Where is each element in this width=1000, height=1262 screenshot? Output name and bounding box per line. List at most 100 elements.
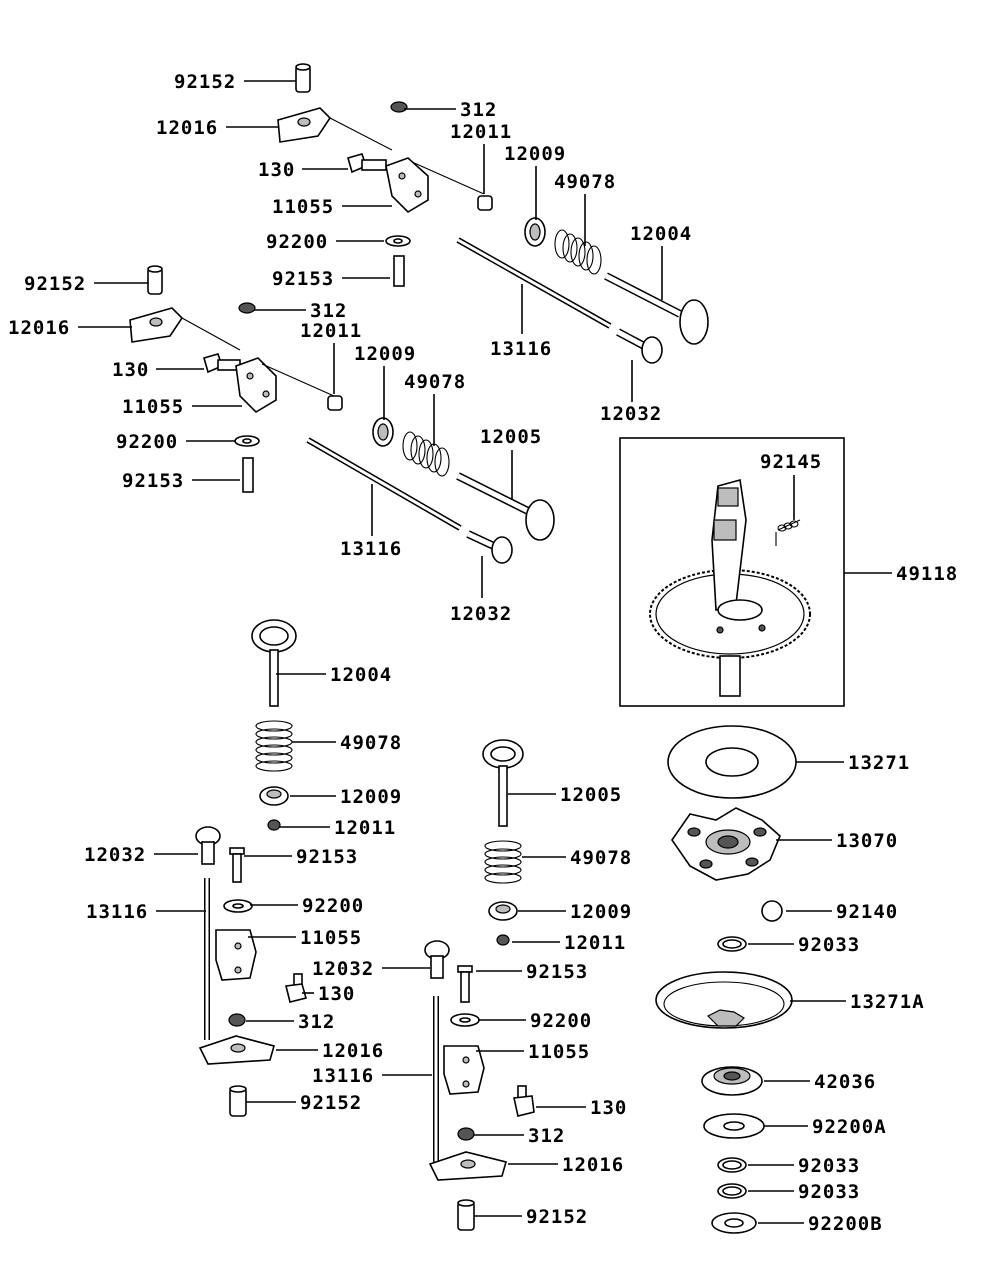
callout-312: 312: [404, 99, 496, 121]
part-number-label: 92153: [296, 846, 358, 868]
callout-92152: 92152: [174, 71, 296, 93]
callout-12004: 12004: [276, 664, 391, 686]
part-number-label: 92153: [272, 268, 334, 290]
callout-13116: 13116: [86, 901, 206, 923]
callout-11055: 11055: [476, 1041, 590, 1063]
part-number-label: 92033: [798, 934, 860, 956]
callout-92200: 92200: [250, 895, 363, 917]
callout-92200A: 92200A: [764, 1116, 887, 1138]
callout-12032: 12032: [600, 360, 662, 425]
part-number-label: 312: [298, 1011, 335, 1033]
callout-92153: 92153: [122, 470, 240, 492]
part-number-label: 92153: [526, 961, 588, 983]
part-number-label: 11055: [300, 927, 362, 949]
callout-49078: 49078: [554, 171, 615, 246]
lower-left-stack: [195, 619, 307, 1117]
callout-12009: 12009: [518, 901, 632, 923]
part-number-label: 12011: [450, 121, 512, 143]
part-number-label: 12004: [630, 223, 692, 245]
callout-12009: 12009: [504, 143, 566, 220]
part-number-label: 13070: [836, 830, 898, 852]
callout-13271A: 13271A: [790, 991, 925, 1013]
part-number-label: 92033: [798, 1155, 860, 1177]
part-number-label: 13116: [86, 901, 148, 923]
callout-92200: 92200: [266, 231, 384, 253]
callout-12032: 12032: [84, 844, 198, 866]
callout-92200B: 92200B: [758, 1213, 883, 1235]
callout-92140: 92140: [786, 901, 897, 923]
part-number-label: 92152: [300, 1092, 362, 1114]
part-number-label: 92152: [526, 1206, 588, 1228]
part-number-label: 92152: [174, 71, 236, 93]
rocker-assembly-middle: [129, 265, 555, 564]
callout-312: 312: [254, 300, 346, 322]
callout-12011: 12011: [300, 320, 362, 394]
part-number-label: 92152: [24, 273, 86, 295]
lower-middle-stack: [424, 739, 535, 1231]
part-number-label: 13271A: [850, 991, 925, 1013]
callout-92200: 92200: [116, 431, 236, 453]
callout-12009: 12009: [354, 343, 415, 420]
callout-11055: 11055: [122, 396, 242, 418]
callout-49078: 49078: [404, 371, 466, 446]
part-number-label: 92153: [122, 470, 184, 492]
part-number-label: 12016: [156, 117, 218, 139]
part-number-label: 130: [112, 359, 149, 381]
callout-12016: 12016: [156, 117, 278, 139]
part-number-label: 11055: [122, 396, 184, 418]
rocker-assembly-upper: [277, 63, 709, 364]
callout-130: 130: [536, 1097, 627, 1119]
part-number-label: 92200A: [812, 1116, 887, 1138]
part-number-label: 12005: [480, 426, 542, 448]
callout-92200: 92200: [478, 1010, 592, 1032]
callout-11055: 11055: [272, 196, 392, 218]
part-number-label: 12009: [504, 143, 566, 165]
camshaft-assembly-box: [619, 437, 845, 707]
part-number-label: 92200: [266, 231, 328, 253]
part-number-label: 13116: [340, 538, 402, 560]
callout-12016: 12016: [508, 1154, 624, 1176]
part-number-label: 42036: [814, 1071, 876, 1093]
callout-92153: 92153: [476, 961, 588, 983]
callout-42036: 42036: [764, 1071, 876, 1093]
part-number-label: 13116: [490, 338, 552, 360]
part-number-label: 12011: [334, 817, 396, 839]
part-number-label: 92200: [116, 431, 178, 453]
part-number-label: 12009: [570, 901, 632, 923]
part-number-label: 49078: [404, 371, 466, 393]
callout-312: 312: [246, 1011, 335, 1033]
part-number-label: 92145: [760, 451, 822, 473]
callout-130: 130: [112, 359, 204, 381]
part-number-label: 92200B: [808, 1213, 883, 1235]
part-number-label: 12016: [322, 1040, 384, 1062]
callout-12016: 12016: [276, 1040, 384, 1062]
part-number-label: 92033: [798, 1181, 860, 1203]
callout-11055: 11055: [248, 927, 362, 949]
callout-92152: 92152: [246, 1092, 362, 1114]
callout-49078: 49078: [522, 847, 632, 869]
callout-12032: 12032: [312, 958, 430, 980]
part-number-label: 49078: [570, 847, 632, 869]
callout-12004: 12004: [630, 223, 692, 300]
part-number-label: 13116: [312, 1065, 374, 1087]
callout-312: 312: [474, 1125, 564, 1147]
part-number-label: 12032: [84, 844, 146, 866]
part-number-label: 49078: [340, 732, 402, 754]
part-number-label: 12016: [8, 317, 70, 339]
callout-49118: 49118: [844, 563, 957, 585]
callout-92152: 92152: [474, 1206, 588, 1228]
callout-92153: 92153: [272, 268, 390, 290]
part-number-label: 92200: [530, 1010, 592, 1032]
part-number-label: 130: [590, 1097, 627, 1119]
callout-12011: 12011: [280, 817, 396, 839]
callout-12011: 12011: [450, 121, 512, 194]
part-number-label: 11055: [528, 1041, 590, 1063]
part-number-label: 12005: [560, 784, 622, 806]
part-number-label: 12032: [600, 403, 662, 425]
callout-12032: 12032: [450, 556, 511, 625]
part-number-label: 12011: [564, 932, 626, 954]
part-number-label: 12016: [562, 1154, 624, 1176]
part-number-label: 12032: [312, 958, 374, 980]
part-number-label: 12011: [300, 320, 362, 342]
